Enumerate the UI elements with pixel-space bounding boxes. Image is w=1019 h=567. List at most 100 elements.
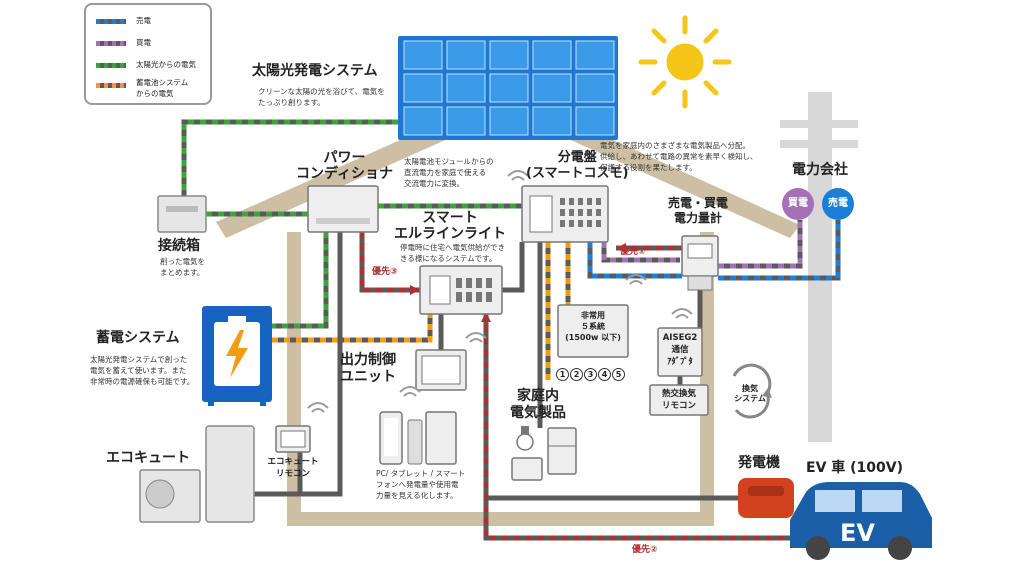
wire-solar-to-junction-base [181,119,398,196]
appliance-icons [511,426,577,481]
solar-title: 太陽光発電システム [252,63,378,79]
smart-line-title: スマート エルラインライト [394,210,506,242]
priority-1: 優先① [620,247,646,257]
breaker-switch [476,278,482,288]
heat-exchange-remote-device [649,384,709,416]
ev-car [790,482,932,560]
wifi-icon [307,402,329,413]
panel-cell [446,40,486,70]
sun-icon [638,15,732,109]
legend-buy-swatch [96,41,126,46]
sell-badge: 売電 [822,188,854,220]
wire-pcs-to-battery-base [272,232,329,329]
wire-priority-3 [359,232,420,293]
emergency-box [557,304,629,358]
breaker-switch [578,209,583,216]
wifi-icon [625,274,647,285]
wire-to-ecocute [254,232,343,497]
breaker-switch [456,278,462,288]
emergency-circuit-1: 1 [556,368,569,381]
solar-panel [398,36,618,140]
panel-cell [575,106,615,136]
breaker-switch [476,292,482,302]
breaker-switch [596,198,601,205]
panel-cell [403,106,443,136]
breaker-switch [587,220,592,227]
junction-box-desc: 創った電気を まとめます。 [160,257,205,277]
legend-sell-swatch [96,19,126,24]
solar-desc: クリーンな太陽の光を浴びて、電気を たっぷり創ります。 [258,87,385,107]
appliances-title: 家庭内 電気製品 [510,388,566,421]
breaker-switch [569,220,574,227]
breaker-switch [587,209,592,216]
panel-cell [489,106,529,136]
heat-exchange-title: 熱交換気 リモコン [661,389,696,411]
meter-title: 売電・買電 電力量計 [668,196,729,225]
panel-cell [532,73,572,103]
priority-3: 優先③ [372,267,398,277]
smart-eline-device [419,265,503,315]
breaker-switch [596,209,601,216]
legend-battery-swatch [96,83,126,88]
panel-cell [575,40,615,70]
panel-cell [403,40,443,70]
output-control-title: 出力制御 ユニット [340,352,396,385]
wifi-icons [307,170,693,413]
battery-system-title: 蓄電システム [96,330,180,346]
ventilation-title: 換気 システム [734,384,766,403]
utility-title: 電力会社 [792,162,848,178]
panel-cell [446,73,486,103]
buy-badge: 買電 [782,188,814,220]
legend-sell: 売電 [136,16,151,25]
emergency-circuit-2: 2 [570,368,583,381]
panel-cell [532,106,572,136]
battery-system-desc: 太陽光発電システムで創った 電気を蓄えて使います。また 非常時の電源確保も可能で… [90,355,195,386]
panel-cell [532,40,572,70]
wire-smartline-to-board-base [502,242,525,293]
breaker-switch [569,209,574,216]
breaker-switch [569,198,574,205]
panel-cell [575,73,615,103]
legend-buy: 買電 [136,38,151,47]
generator-device [738,478,794,518]
breaker-switch [578,198,583,205]
legend: 売電 買電 太陽光からの電気 蓄電池システム からの電気 [84,3,212,105]
wire-smartline-to-board [502,242,525,293]
arrow-priority-3 [410,285,420,295]
ventilation-icon [732,363,772,419]
breaker-switch [486,278,492,288]
priority-2: 優先② [632,545,658,555]
junction-box-title: 接続箱 [158,238,200,254]
generator-title: 発電機 [738,455,780,471]
legend-solar: 太陽光からの電気 [136,60,196,69]
emergency-title: 非常用 ５系統 (1500w 以下) [565,311,621,342]
wifi-icon [507,170,529,181]
emergency-circuit-3: 3 [584,368,597,381]
distribution-board-desc: 電気を家庭内のさまざまな電気製品へ分配。 供給し、あわせて電路の異常を素早く検知… [600,141,758,172]
wifi-icon [465,332,487,343]
ecocute-title: エコキュート [106,450,190,466]
wire-meter-to-utility-sell [718,220,841,281]
legend-solar-swatch [96,63,126,68]
junction-box [157,195,207,233]
legend-battery: 蓄電池システム からの電気 [136,78,189,98]
breaker-switch [486,292,492,302]
power-conditioner-title: パワー コンディショナ [296,150,394,182]
wire-battery-to-smartline [272,314,433,343]
wire-board-to-meter-sell-base [587,242,682,279]
wifi-icon [671,308,693,319]
wire-priority-2 [483,314,790,541]
smart-line-desc: 停電時に住宅へ電気供給ができ きる様になるシステムです。 [400,243,505,263]
aiseg-device [657,327,703,377]
arrow-priority-1 [616,243,626,253]
ecocute-remote-label: エコキュート リモコン [267,457,319,479]
meter-device [681,235,719,291]
distribution-board-title: 分電盤 (スマートコスモ) [526,150,629,181]
power-conditioner-desc: 太陽電池モジュールからの 直流電力を家庭で使える 交流電力に変換。 [404,157,494,188]
breaker-switch [596,220,601,227]
breaker-switch [560,198,565,205]
panel-cell [489,40,529,70]
wiring [181,119,841,541]
